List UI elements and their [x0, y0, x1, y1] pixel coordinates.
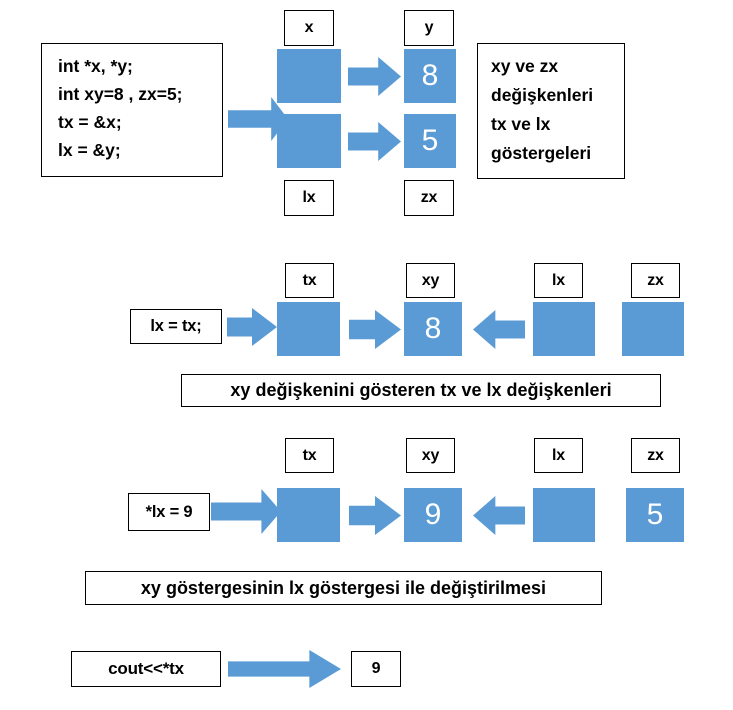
cell-xy-s3: 9	[404, 488, 462, 542]
cell-tx-s2	[277, 302, 340, 356]
label-lx: lx	[284, 180, 334, 216]
cell-lx-s2	[533, 302, 595, 356]
label-zx-s2-text: zx	[647, 271, 664, 289]
code-line-3: tx = &x;	[58, 112, 122, 132]
statement-box-deref: *lx = 9	[128, 493, 210, 531]
label-zx-text: zx	[420, 189, 438, 206]
note-line-1: xy ve zx	[491, 56, 559, 76]
cell-zx-s3: 5	[626, 488, 684, 542]
cell-xy-s3-value: 9	[424, 498, 442, 531]
cell-xy-s2: 8	[404, 302, 462, 356]
label-lx-s3-text: lx	[552, 446, 565, 464]
cell-tx-s3	[277, 488, 340, 542]
label-xy-s3: xy	[406, 438, 455, 473]
statement-cout-text: cout<<*tx	[108, 659, 184, 678]
label-xy-s2-text: xy	[421, 271, 440, 289]
arrow-tx-to-xy-s3	[349, 496, 401, 535]
arrow-statement-to-tx-s2	[227, 308, 277, 346]
code-line-1: int *x, *y;	[58, 56, 133, 76]
label-tx-s3-text: tx	[302, 446, 317, 464]
code-box: int *x, *y; int xy=8 , zx=5; tx = &x; lx…	[41, 43, 223, 177]
statement-box-assign: lx = tx;	[130, 309, 222, 344]
arrow-statement-to-tx-s3	[211, 489, 281, 534]
arrow-lx-to-xy-s2	[473, 310, 525, 349]
label-zx-s3: zx	[631, 438, 680, 473]
cell-y-top-value: 8	[421, 59, 439, 92]
label-lx-s2: lx	[534, 263, 583, 298]
cell-x-top	[277, 49, 341, 103]
statement-assign-text: lx = tx;	[150, 317, 202, 335]
label-y: y	[404, 10, 454, 46]
arrow-lx-to-zx	[348, 122, 401, 161]
label-xy-s3-text: xy	[421, 446, 440, 464]
statement-deref-text: *lx = 9	[145, 502, 193, 521]
label-x: x	[284, 10, 334, 46]
arrow-x-to-y	[348, 57, 401, 96]
code-line-2: int xy=8 , zx=5;	[58, 84, 183, 104]
arrow-lx-to-xy-s3	[473, 496, 525, 535]
arrow-cout-to-result	[228, 650, 341, 688]
label-tx-s2-text: tx	[302, 271, 317, 289]
label-zx: zx	[404, 180, 454, 216]
label-x-text: x	[304, 19, 314, 36]
note-line-3: tx ve lx	[491, 114, 551, 134]
label-tx-s2: tx	[285, 263, 334, 298]
code-line-4: lx = &y;	[58, 140, 121, 160]
result-cout-text: 9	[371, 660, 381, 677]
cell-lx-s3	[533, 488, 595, 542]
cell-zx-s3-value: 5	[646, 498, 664, 531]
caption-section3-text: xy göstergesinin lx göstergesi ile değiş…	[140, 577, 547, 598]
label-zx-s3-text: zx	[647, 446, 664, 464]
cell-zx-s2	[622, 302, 684, 356]
note-box: xy ve zx değişkenleri tx ve lx göstergel…	[477, 43, 625, 179]
caption-section2-text: xy değişkenini gösteren tx ve lx değişke…	[230, 380, 612, 400]
label-xy-s2: xy	[406, 263, 455, 298]
caption-section2: xy değişkenini gösteren tx ve lx değişke…	[181, 374, 661, 407]
cell-zx-bottom-value: 5	[421, 124, 439, 157]
label-y-text: y	[424, 19, 434, 36]
label-lx-text: lx	[302, 189, 316, 206]
statement-box-cout: cout<<*tx	[71, 651, 221, 687]
note-line-4: göstergeleri	[491, 143, 592, 163]
arrow-tx-to-xy-s2	[349, 310, 401, 349]
label-lx-s3: lx	[534, 438, 583, 473]
result-box-cout: 9	[351, 651, 401, 687]
cell-xy-s2-value: 8	[424, 312, 442, 345]
cell-y-top: 8	[404, 49, 456, 103]
caption-section3: xy göstergesinin lx göstergesi ile değiş…	[85, 571, 602, 605]
cell-lx-bottom	[277, 114, 341, 168]
label-lx-s2-text: lx	[552, 271, 565, 289]
note-line-2: değişkenleri	[491, 85, 594, 105]
label-zx-s2: zx	[631, 263, 680, 298]
cell-zx-bottom: 5	[404, 114, 456, 168]
label-tx-s3: tx	[285, 438, 334, 473]
